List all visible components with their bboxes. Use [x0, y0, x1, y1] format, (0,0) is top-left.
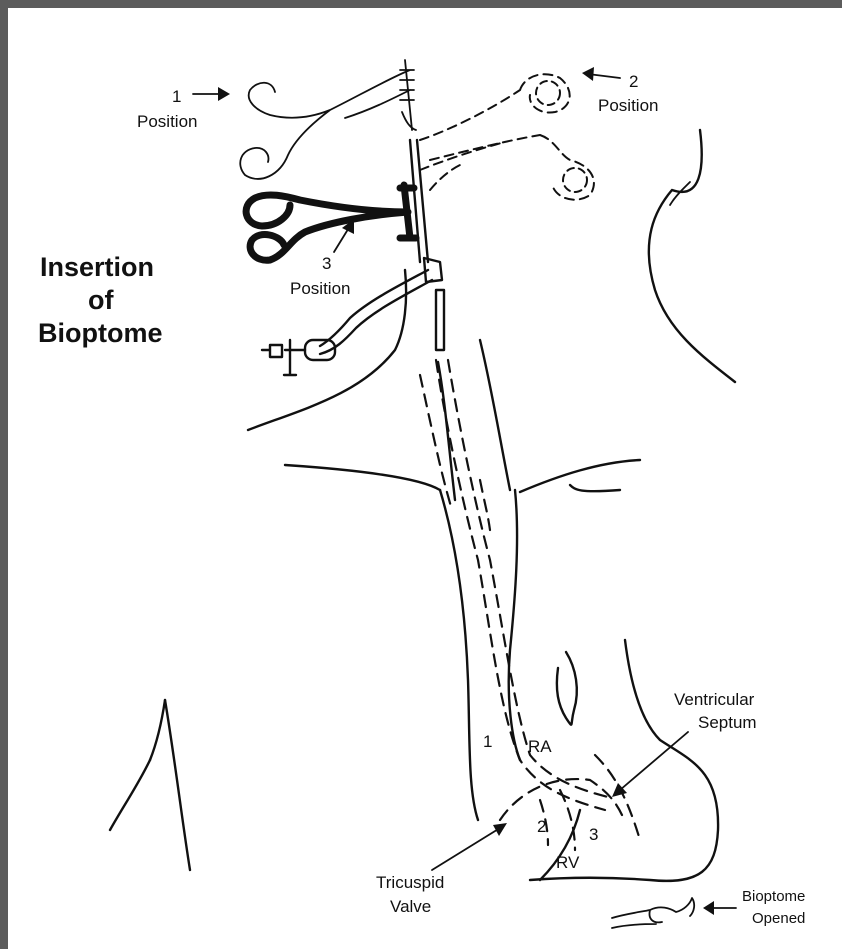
tricuspid-valve-label-1: Tricuspid: [376, 873, 444, 892]
arrow-tricuspid-valve: [432, 823, 507, 870]
ear-mark: [670, 182, 690, 205]
neck-line-right: [480, 340, 510, 490]
arm-outline-3: [110, 760, 150, 830]
bioptome-opened-label-2: Opened: [752, 910, 805, 927]
catheter-path-c: [420, 375, 452, 510]
sheath-lower: [436, 290, 444, 350]
diagram-canvas: Insertion of Bioptome 1 Position 2 Posit…: [8, 8, 842, 949]
heart-marker-3: 3: [589, 825, 598, 844]
forceps-pos2-ring-inner-2: [563, 168, 587, 192]
atrium-outline: [557, 652, 577, 725]
stopcock-valve: [262, 340, 305, 375]
arm-outline-2: [165, 700, 190, 870]
bioptome-opened-label-1: Bioptome: [742, 888, 805, 905]
title-line-2: of: [88, 285, 114, 315]
rv-dashed-2: [595, 755, 640, 840]
catheter-path-b: [448, 360, 612, 798]
arrow-pos1: [193, 87, 230, 101]
rv-dashed-1: [500, 779, 622, 820]
forceps-pos1: [240, 60, 416, 179]
forceps-pos2-ring-inner: [536, 81, 560, 105]
vein-wall-right: [509, 490, 520, 760]
forceps-pos3: [246, 195, 408, 260]
pos1-label: Position: [137, 112, 197, 131]
face-profile-outline: [649, 130, 735, 382]
bioptome-opened-icon: [612, 898, 694, 928]
bioptome-diagram: Insertion of Bioptome 1 Position 2 Posit…: [8, 8, 842, 949]
title-line-3: Bioptome: [38, 318, 163, 348]
ventricular-septum-label-2: Septum: [698, 713, 757, 732]
heart-marker-2: 2: [537, 817, 546, 836]
pos1-number: 1: [172, 87, 181, 106]
pos2-number: 2: [629, 72, 638, 91]
rv-label: RV: [556, 853, 580, 872]
ventricular-septum-label-1: Ventricular: [674, 690, 755, 709]
clavicle-bump: [570, 485, 620, 491]
arrow-bioptome-opened: [703, 901, 736, 915]
ra-label: RA: [528, 737, 552, 756]
arm-outline-1: [150, 700, 165, 760]
title-line-1: Insertion: [40, 252, 154, 282]
arrow-ventricular-septum: [612, 732, 688, 797]
pos3-number: 3: [322, 254, 331, 273]
tricuspid-valve-label-2: Valve: [390, 897, 431, 916]
pos2-label: Position: [598, 96, 658, 115]
forceps-pos2: [420, 74, 594, 199]
clavicle-right: [520, 460, 640, 492]
pos3-label: Position: [290, 279, 350, 298]
arrow-pos2: [582, 67, 620, 81]
heart-marker-1: 1: [483, 732, 492, 751]
clavicle-outline: [285, 465, 440, 490]
